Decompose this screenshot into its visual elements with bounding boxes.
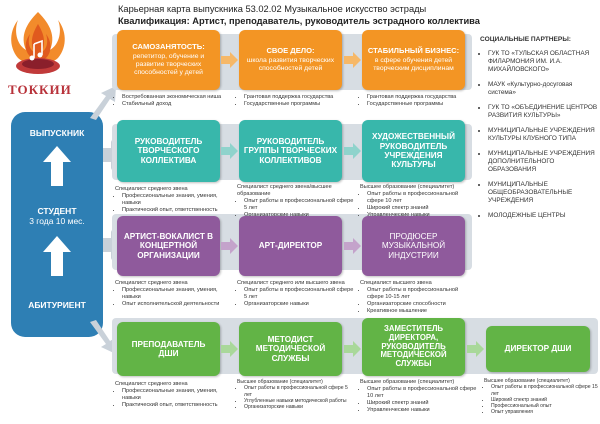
notes-teacher: Специалист среднего звена Профессиональн… [115, 381, 233, 409]
notes-group-leader: Специалист среднего звена/высшее образов… [237, 184, 355, 219]
college-logo [11, 12, 65, 74]
social-partners-list: СОЦИАЛЬНЫЕ ПАРТНЕРЫ: ГУК ТО «ТУЛЬСКАЯ ОБ… [480, 36, 598, 227]
partners-heading: СОЦИАЛЬНЫЕ ПАРТНЕРЫ: [480, 36, 571, 43]
notes-producer: Специалист высшего звена Опыт работы в п… [360, 280, 472, 315]
career-box-producer: ПРОДЮСЕР МУЗЫКАЛЬНОЙ ИНДУСТРИИ [362, 216, 465, 276]
up-arrow-icon [43, 146, 71, 186]
career-box-school-director: ДИРЕКТОР ДШИ [486, 326, 590, 372]
career-box-art-director: АРТ-ДИРЕКТОР [239, 216, 342, 276]
notes-methodologist: Высшее образование (специалитет) Опыт ра… [237, 379, 355, 410]
arrow-right-icon [221, 238, 238, 254]
notes-vocalist: Специалист среднего звена Профессиональн… [115, 280, 233, 308]
career-box-stable-business: СТАБИЛЬНЫЙ БИЗНЕС:в сфере обучения детей… [362, 30, 465, 90]
arrow-up-right-icon [90, 86, 116, 120]
up-arrow-icon [43, 236, 71, 276]
arrow-right-icon [467, 341, 484, 357]
student-label: СТУДЕНТ [37, 206, 77, 216]
career-box-own-business: СВОЕ ДЕЛО:школа развития творческих спос… [239, 30, 342, 90]
career-box-artistic-director: ХУДОЖЕСТВЕННЫЙ РУКОВОДИТЕЛЬ УЧРЕЖДЕНИЯ К… [362, 120, 465, 182]
notes-own-business: Грантовая поддержка государстваГосударст… [237, 94, 355, 108]
partner-item: ГУК ТО «ТУЛЬСКАЯ ОБЛАСТНАЯ ФИЛАРМОНИЯ ИМ… [488, 50, 598, 74]
partner-item: МУНИЦИПАЛЬНЫЕ ОБЩЕОБРАЗОВАТЕЛЬНЫЕ УЧРЕЖД… [488, 181, 598, 205]
career-box-ensemble-leader: РУКОВОДИТЕЛЬ ТВОРЧЕСКОГО КОЛЛЕКТИВА [117, 120, 220, 182]
notes-ensemble-leader: Специалист среднего звена Профессиональн… [115, 186, 233, 214]
arrow-down-right-icon [90, 320, 116, 354]
arrow-right-icon [221, 52, 238, 68]
arrow-right-icon [344, 52, 361, 68]
arrow-right-icon [344, 238, 361, 254]
career-box-methodologist: МЕТОДИСТ МЕТОДИЧЕСКОЙ СЛУЖБЫ [239, 322, 342, 376]
partner-item: МАУК «Культурно-досуговая система» [488, 81, 598, 97]
notes-deputy-director: Высшее образование (специалитет) Опыт ра… [360, 379, 478, 414]
career-box-self-employment: САМОЗАНЯТОСТЬ:репетитор, обучение и разв… [117, 30, 220, 90]
notes-artistic-director: Высшее образование (специалитет) Опыт ра… [360, 184, 472, 219]
qualification-line: Квалификация: Артист, преподаватель, рук… [118, 16, 480, 26]
notes-stable-business: Грантовая поддержка государстваГосударст… [360, 94, 472, 108]
partner-item: МОЛОДЕЖНЫЕ ЦЕНТРЫ [488, 212, 598, 220]
applicant-label: АБИТУРИЕНТ [28, 300, 86, 310]
arrow-right-icon [344, 341, 361, 357]
partner-item: МУНИЦИПАЛЬНЫЕ УЧРЕЖДЕНИЯ ДОПОЛНИТЕЛЬНОГО… [488, 150, 598, 174]
partner-item: МУНИЦИПАЛЬНЫЕ УЧРЕЖДЕНИЯ КУЛЬТУРЫ КЛУБНО… [488, 127, 598, 143]
career-box-teacher: ПРЕПОДАВАТЕЛЬ ДШИ [117, 322, 220, 376]
notes-school-director: Высшее образование (специалитет) Опыт ра… [484, 378, 598, 416]
page-title: Карьерная карта выпускника 53.02.02 Музы… [118, 4, 427, 14]
notes-art-director: Специалист среднего или высшего звена Оп… [237, 280, 355, 308]
career-box-vocalist: АРТИСТ-ВОКАЛИСТ В КОНЦЕРТНОЙ ОРГАНИЗАЦИИ [117, 216, 220, 276]
career-box-deputy-director: ЗАМЕСТИТЕЛЬ ДИРЕКТОРА, РУКОВОДИТЕЛЬ МЕТО… [362, 318, 465, 376]
notes-self-employment: Востребованная экономическая нишаСтабиль… [115, 94, 233, 108]
graduate-label: ВЫПУСКНИК [29, 128, 85, 138]
arrow-right-icon [221, 143, 238, 159]
arrow-right-icon [221, 341, 238, 357]
logo-wordmark: ТОККИИ [8, 82, 72, 97]
career-box-group-leader: РУКОВОДИТЕЛЬ ГРУППЫ ТВОРЧЕСКИХ КОЛЛЕКТИВ… [239, 120, 342, 182]
study-duration: 3 года 10 мес. [29, 216, 85, 226]
partner-item: ГУК ТО «ОБЪЕДИНЕНИЕ ЦЕНТРОВ РАЗВИТИЯ КУЛ… [488, 104, 598, 120]
arrow-right-icon [344, 143, 361, 159]
